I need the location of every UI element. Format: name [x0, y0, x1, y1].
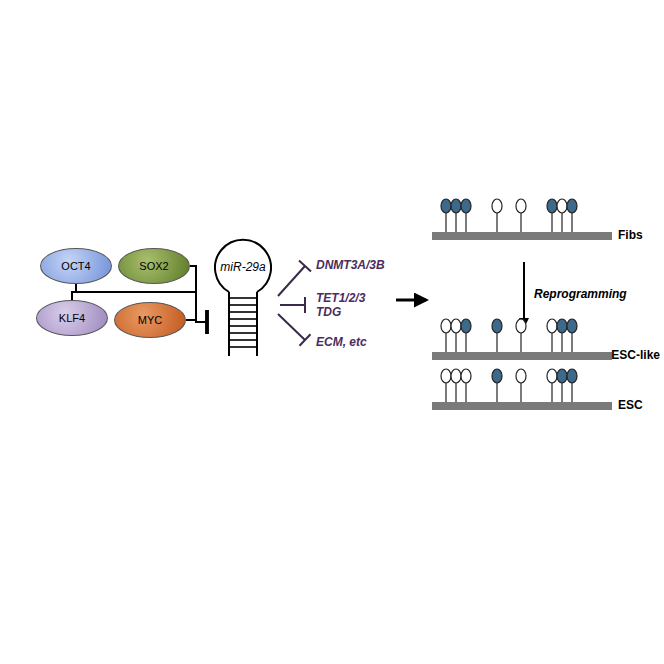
factor-oval: MYC: [114, 302, 186, 338]
inhibition-lines: [278, 261, 311, 346]
mirna-hairpin: miR-29a: [212, 238, 274, 358]
target-gene: ECM, etc: [316, 335, 367, 349]
factor-name: MYC: [138, 314, 162, 326]
cell-state: ESC-like: [611, 348, 660, 362]
inhibition-connector: [190, 266, 207, 334]
dna-bars: [432, 232, 612, 410]
factor-oval: SOX2: [118, 248, 190, 284]
process-label: Reprogramming: [534, 287, 627, 301]
mirna-name: miR-29a: [212, 260, 274, 274]
reprogramming-arrow: [523, 262, 525, 326]
factor-name: OCT4: [61, 260, 90, 272]
factor-oval: KLF4: [36, 300, 108, 336]
factor-oval: OCT4: [40, 248, 112, 284]
cell-state: ESC: [618, 398, 643, 412]
cell-state: Fibs: [618, 228, 643, 242]
target-gene: DNMT3A/3B: [316, 258, 385, 272]
factor-name: KLF4: [59, 312, 85, 324]
factor-name: SOX2: [139, 260, 168, 272]
hairpin-shape: [212, 238, 274, 358]
arrow: [396, 299, 426, 302]
target-gene: TET1/2/3 TDG: [316, 291, 380, 319]
inhibition-connector: [186, 310, 207, 334]
